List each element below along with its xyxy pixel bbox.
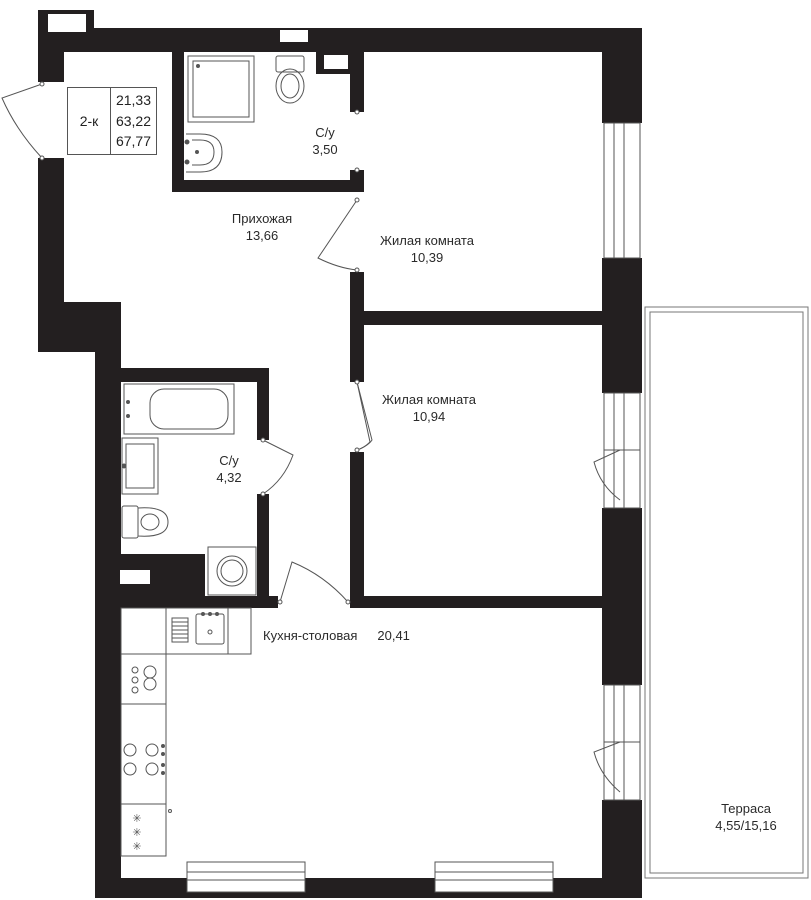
room-area: 3,50 bbox=[312, 142, 338, 157]
room-name: Прихожая bbox=[231, 211, 293, 226]
room-name: С/у bbox=[315, 125, 335, 140]
room-area: 4,55/15,16 bbox=[715, 818, 777, 833]
room-area: 13,66 bbox=[245, 228, 279, 243]
washing-machine-icon bbox=[207, 546, 257, 596]
room-area: 10,39 bbox=[410, 250, 444, 265]
living-area: 21,33 bbox=[115, 92, 152, 108]
terrace-outline bbox=[644, 306, 809, 879]
room-label-terrace: Терраса 4,55/15,16 bbox=[700, 800, 792, 834]
stove-icon bbox=[123, 743, 165, 776]
room-area: 4,32 bbox=[216, 470, 242, 485]
svg-text:✳: ✳ bbox=[132, 812, 141, 825]
apartment-type: 2-к bbox=[68, 88, 111, 154]
room-label-living2: Жилая комната 10,94 bbox=[366, 391, 492, 425]
svg-text:✳: ✳ bbox=[132, 826, 141, 839]
room-name: Терраса bbox=[721, 801, 771, 816]
toilet-icon bbox=[275, 55, 305, 104]
doors bbox=[1, 81, 373, 605]
room-name: Жилая комната bbox=[382, 392, 476, 407]
room-name: С/у bbox=[219, 453, 239, 468]
sink-icon-2 bbox=[121, 437, 159, 495]
fridge-icon: ✳ ✳ ✳ bbox=[132, 809, 172, 853]
svg-text:✳: ✳ bbox=[132, 840, 141, 853]
room-label-wc1: С/у 3,50 bbox=[300, 124, 350, 158]
kitchen-counter bbox=[120, 607, 252, 857]
apartment-areas: 21,33 63,22 67,77 bbox=[111, 90, 156, 152]
walls bbox=[38, 10, 642, 898]
room-label-living1: Жилая комната 10,39 bbox=[364, 232, 490, 266]
room-label-kitchen: Кухня-столовая 20,41 bbox=[263, 627, 433, 644]
room-area: 10,94 bbox=[412, 409, 446, 424]
total-area: 63,22 bbox=[115, 112, 152, 129]
room-name: Кухня-столовая bbox=[263, 628, 358, 643]
bathtub bbox=[123, 383, 235, 435]
apartment-info-box: 2-к 21,33 63,22 67,77 bbox=[67, 87, 157, 155]
toilet-icon-2 bbox=[121, 505, 169, 539]
room-area: 20,41 bbox=[377, 628, 410, 643]
windows bbox=[186, 122, 641, 893]
total-area-with-terrace: 67,77 bbox=[115, 133, 152, 149]
shower-tray bbox=[187, 55, 255, 123]
room-label-hallway: Прихожая 13,66 bbox=[212, 210, 312, 244]
sink-icon bbox=[184, 133, 223, 173]
dishwasher-icon bbox=[131, 665, 157, 694]
room-name: Жилая комната bbox=[380, 233, 474, 248]
room-label-wc2: С/у 4,32 bbox=[204, 452, 254, 486]
